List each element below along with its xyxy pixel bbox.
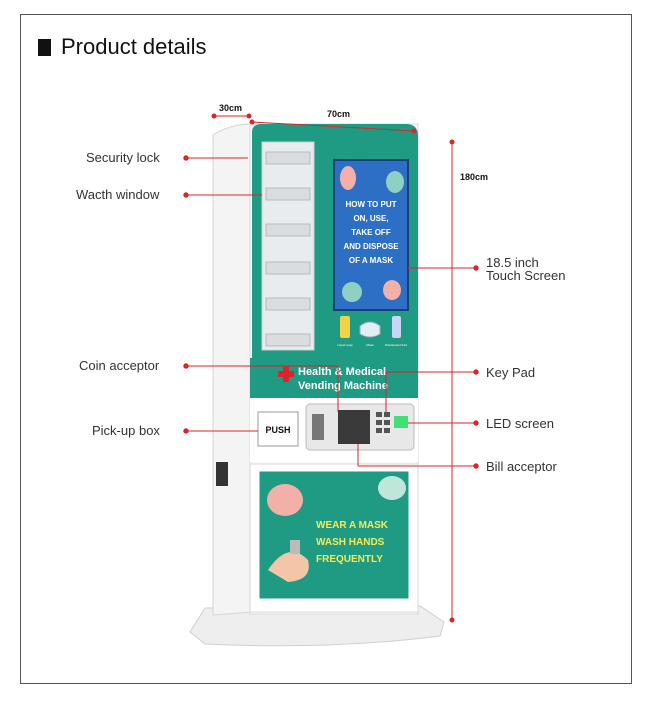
callout-security-lock: Security lock <box>86 150 160 165</box>
poster-line: WEAR A MASK <box>316 520 389 531</box>
brand-text: Health & Medical Vending Machine <box>298 366 388 392</box>
brand-line: Vending Machine <box>298 380 388 392</box>
callout-bill-acceptor: Bill acceptor <box>486 459 557 474</box>
hand-wash-icon <box>268 552 309 582</box>
screen-text-line: HOW TO PUT <box>346 200 397 209</box>
bill-acceptor-slot <box>338 410 370 444</box>
leader-lines <box>183 155 479 469</box>
screen-text-line: TAKE OFF <box>351 228 391 237</box>
watch-window-shelves <box>265 151 311 347</box>
product-labels: Liquid soap Mask Disinfectant fluid <box>337 343 407 347</box>
touch-screen-text: HOW TO PUT ON, USE, TAKE OFF AND DISPOSE… <box>343 200 399 265</box>
depth-dimension: 30cm <box>219 103 243 113</box>
poster-line: WASH HANDS <box>316 537 385 548</box>
faucet-icon <box>290 540 300 554</box>
screen-mask-graphic <box>383 280 401 300</box>
push-label: PUSH <box>265 425 290 435</box>
pickup-box <box>257 411 299 447</box>
poster-text: WEAR A MASK WASH HANDS FREQUENTLY <box>316 520 389 565</box>
brand-strip <box>250 358 418 398</box>
title-bullet-square <box>38 38 51 56</box>
section-header: Product details <box>38 34 207 60</box>
mask-icon <box>359 321 381 338</box>
led-screen <box>394 416 408 428</box>
screen-text-line: ON, USE, <box>353 214 388 223</box>
screen-text-line: AND DISPOSE <box>343 242 399 251</box>
coin-acceptor-slot <box>312 414 324 440</box>
width-dimension: 70cm <box>327 109 351 119</box>
callout-coin-acceptor: Coin acceptor <box>79 358 160 373</box>
screen-mask-graphic <box>386 171 404 193</box>
callout-touch-screen-line1: 18.5 inch <box>486 255 539 270</box>
content-frame <box>20 14 632 684</box>
machine-base <box>189 605 445 647</box>
brand-line: Health & Medical <box>298 366 386 378</box>
page-title: Product details <box>61 34 207 59</box>
screen-mask-graphic <box>342 282 362 302</box>
machine-side <box>212 123 253 616</box>
callout-led-screen: LED screen <box>486 416 554 431</box>
dimension-lines <box>211 113 455 623</box>
red-cross-icon <box>278 366 294 382</box>
callout-watch-window: Wacth window <box>76 187 160 202</box>
product-label: Disinfectant fluid <box>385 343 407 347</box>
poster-line: FREQUENTLY <box>316 554 383 565</box>
poster-mask-graphic <box>267 484 303 516</box>
product-label: Mask <box>366 343 374 347</box>
callout-touch-screen-line2: Touch Screen <box>486 268 566 283</box>
callout-key-pad: Key Pad <box>486 365 536 380</box>
side-slot <box>216 462 228 486</box>
height-dimension: 180cm <box>460 172 489 182</box>
screen-text-line: OF A MASK <box>349 256 394 265</box>
screen-mask-graphic <box>340 166 356 190</box>
product-label: Liquid soap <box>337 343 353 347</box>
liquid-soap-icon <box>340 316 350 338</box>
watch-window <box>261 141 315 351</box>
callout-pickup-box: Pick-up box <box>92 423 160 438</box>
poster-mask-graphic <box>378 476 406 500</box>
disinfectant-icon <box>392 316 401 338</box>
key-pad <box>376 412 390 433</box>
